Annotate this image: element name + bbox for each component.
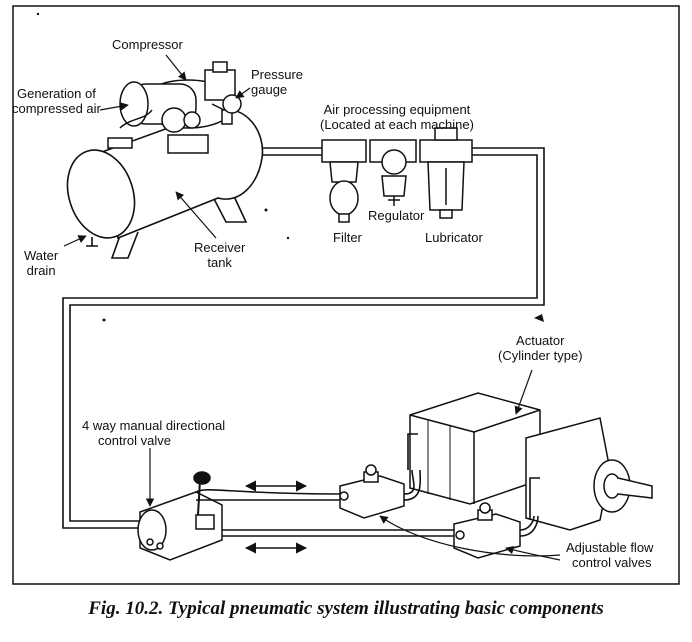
figure-caption: Fig. 10.2. Typical pneumatic system illu… bbox=[88, 598, 604, 619]
figure-frame bbox=[12, 5, 680, 585]
speck-marks bbox=[36, 12, 544, 322]
leader-lines bbox=[63, 54, 561, 561]
label-regulator: Regulator bbox=[368, 208, 425, 223]
label-pressure-gauge: Pressure gauge bbox=[251, 67, 304, 97]
label-water-drain: Water drain bbox=[24, 248, 59, 278]
label-directional-control-valve: 4 way manual directional control valve bbox=[82, 418, 226, 448]
filter-unit bbox=[321, 139, 367, 223]
label-compressor: Compressor bbox=[112, 37, 183, 52]
label-filter: Filter bbox=[333, 230, 362, 245]
lubricator-unit bbox=[419, 127, 473, 219]
label-lubricator: Lubricator bbox=[425, 230, 483, 245]
flow-arrows bbox=[244, 480, 308, 554]
compressor bbox=[107, 61, 237, 154]
receiver-tank bbox=[66, 108, 264, 259]
flow-control-valve-upper bbox=[339, 464, 405, 519]
directional-control-valve bbox=[137, 471, 223, 561]
actuator-lines bbox=[195, 469, 539, 537]
label-flow-control-valves: Adjustable flow control valves bbox=[566, 540, 654, 570]
flow-control-valve-lower bbox=[453, 502, 521, 559]
label-air-processing-equipment: Air processing equipment (Located at eac… bbox=[320, 102, 474, 132]
regulator-unit bbox=[369, 139, 417, 206]
actuator-cylinder bbox=[407, 392, 653, 531]
label-actuator: Actuator (Cylinder type) bbox=[498, 333, 583, 363]
label-receiver-tank: Receiver tank bbox=[194, 240, 246, 270]
label-generation-of-compressed-air: Generation of compressed air bbox=[12, 86, 101, 116]
pressure-gauge bbox=[221, 94, 242, 125]
air-supply-pipe bbox=[62, 147, 545, 529]
